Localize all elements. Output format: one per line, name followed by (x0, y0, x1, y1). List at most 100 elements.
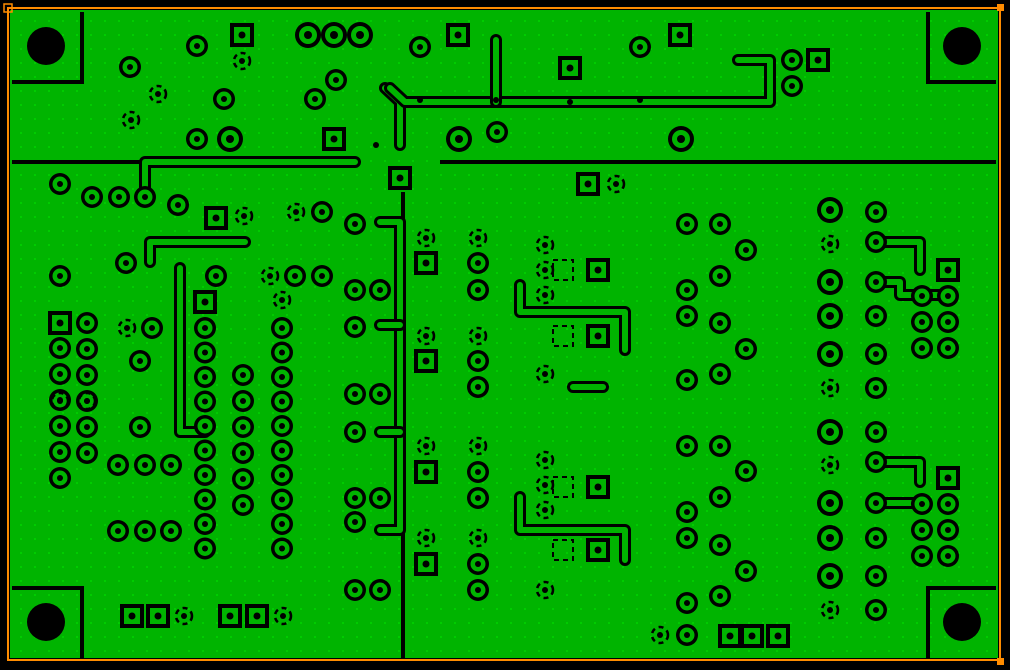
round-pad (167, 194, 189, 216)
square-pad (388, 166, 412, 190)
top-right-marker[interactable] (997, 4, 1004, 11)
thermal-pad (468, 528, 488, 548)
round-pad (467, 252, 489, 274)
round-pad (160, 520, 182, 542)
square-pad (586, 324, 610, 348)
round-pad (81, 186, 103, 208)
thermal-pad (606, 174, 626, 194)
round-pad (271, 341, 293, 364)
round-pad (76, 442, 98, 464)
round-pad (937, 285, 959, 307)
round-pad (911, 545, 933, 567)
round-pad (213, 88, 235, 110)
round-pad (629, 36, 651, 58)
trace (517, 494, 628, 563)
round-pad (344, 511, 366, 533)
round-pad (232, 390, 254, 412)
round-pad (676, 501, 698, 523)
round-pad (232, 416, 254, 438)
round-pad (865, 451, 887, 473)
square-pad (806, 48, 830, 72)
round-pad (194, 513, 216, 535)
round-pad (49, 441, 71, 463)
thermal-pad (535, 500, 555, 520)
round-pad (865, 599, 887, 621)
thermal-pad (416, 436, 436, 456)
thermal-pad (820, 378, 840, 398)
round-pad (467, 579, 489, 601)
round-pad (911, 493, 933, 515)
square-pad (936, 258, 960, 282)
large-round-pad (347, 22, 373, 48)
round-pad (865, 377, 887, 399)
via (567, 99, 573, 105)
round-pad (271, 537, 293, 560)
large-round-pad (817, 490, 843, 516)
square-pad (48, 311, 72, 335)
round-pad (486, 121, 508, 143)
round-pad (676, 527, 698, 549)
mounting-hole (943, 603, 981, 641)
round-pad (271, 464, 293, 486)
smd-pad-outline (552, 539, 574, 561)
via (637, 97, 643, 103)
thermal-pad (77, 391, 97, 411)
round-pad (304, 88, 326, 110)
via (493, 97, 499, 103)
thermal-pad (121, 110, 141, 130)
trace (873, 459, 923, 485)
round-pad (284, 265, 306, 287)
round-pad (107, 520, 129, 542)
round-pad (676, 369, 698, 391)
large-round-pad (817, 341, 843, 367)
thermal-pad (148, 84, 168, 104)
round-pad (205, 265, 227, 287)
round-pad (49, 265, 71, 287)
round-pad (911, 519, 933, 541)
thermal-pad (535, 580, 555, 600)
smd-pad-outline (552, 259, 574, 281)
large-round-pad (217, 126, 243, 152)
round-pad (735, 239, 757, 261)
large-round-pad (817, 197, 843, 223)
round-pad (937, 545, 959, 567)
round-pad (865, 343, 887, 365)
square-pad (146, 604, 170, 628)
square-pad (414, 349, 438, 373)
round-pad (271, 415, 293, 437)
square-pad (576, 172, 600, 196)
round-pad (467, 350, 489, 372)
mounting-hole (943, 27, 981, 65)
round-pad (709, 435, 731, 457)
smd-pad-outline (552, 325, 574, 347)
mounting-hole (27, 603, 65, 641)
thermal-pad (117, 318, 137, 338)
thermal-pad (234, 206, 254, 226)
bottom-right-marker[interactable] (997, 658, 1004, 665)
round-pad (76, 364, 98, 386)
round-pad (676, 305, 698, 327)
round-pad (311, 265, 333, 287)
round-pad (325, 69, 347, 91)
top-left-marker[interactable] (3, 3, 13, 13)
round-pad (49, 173, 71, 195)
round-pad (781, 49, 803, 71)
round-pad (709, 312, 731, 334)
round-pad (49, 337, 71, 359)
square-pad (718, 624, 742, 648)
square-pad (586, 538, 610, 562)
round-pad (49, 415, 71, 437)
round-pad (911, 337, 933, 359)
round-pad (865, 305, 887, 327)
trace (377, 219, 403, 533)
square-pad (740, 624, 764, 648)
square-pad (414, 552, 438, 576)
large-round-pad (817, 563, 843, 589)
round-pad (709, 534, 731, 556)
round-pad (865, 565, 887, 587)
round-pad (107, 454, 129, 476)
round-pad (194, 415, 216, 437)
large-round-pad (295, 22, 321, 48)
